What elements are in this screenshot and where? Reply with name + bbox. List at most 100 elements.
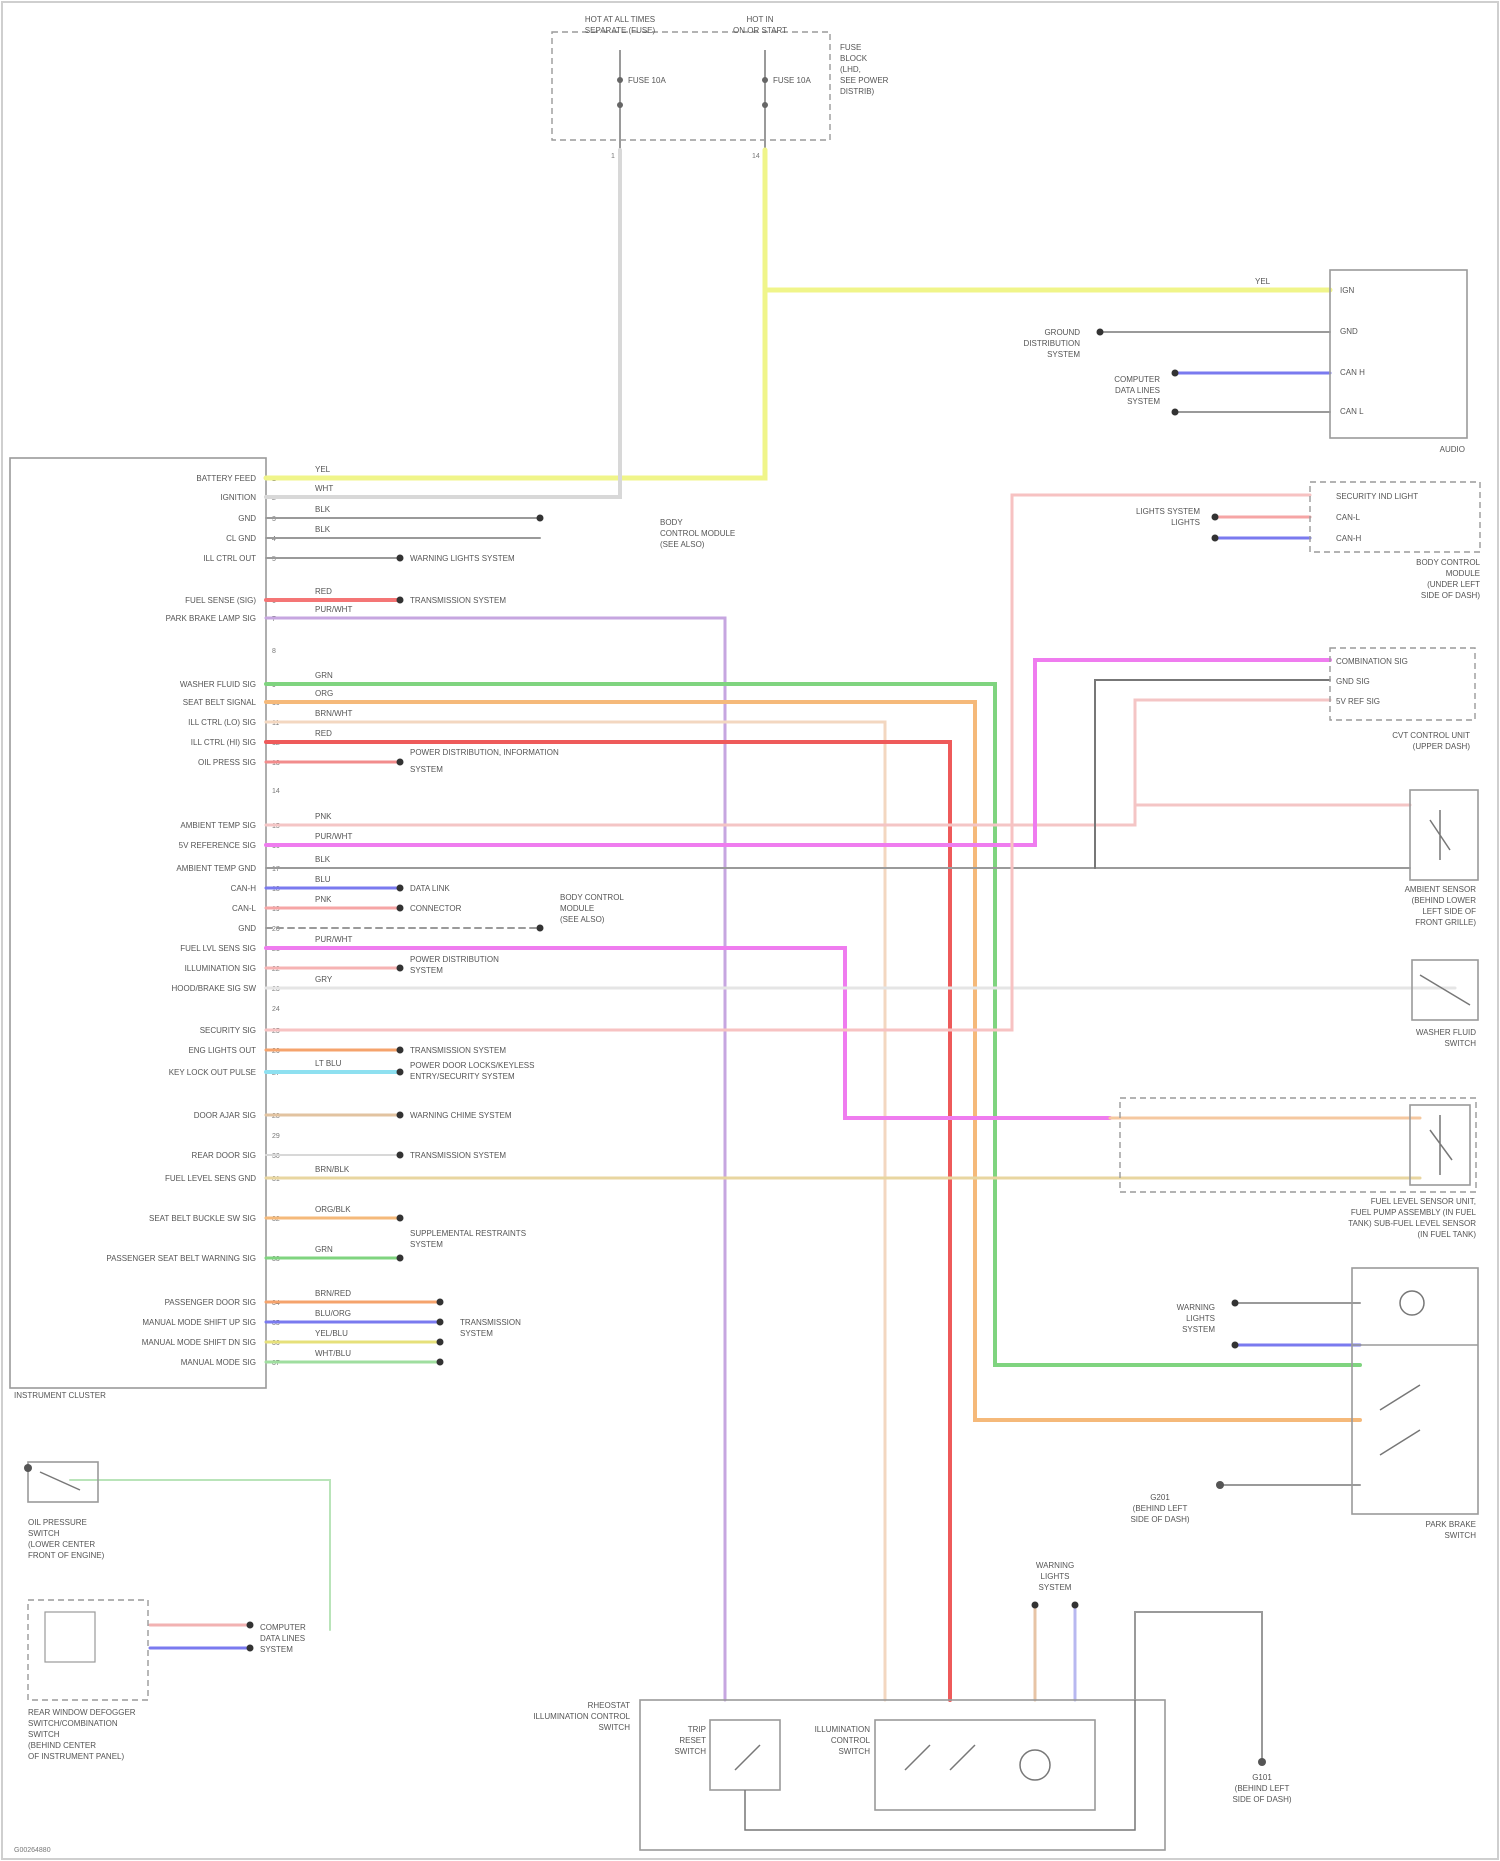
bcm-pin-0: SECURITY IND LIGHT <box>1336 492 1418 501</box>
fuse-right-sub: ON OR START <box>733 26 787 35</box>
park-brake-switch: PARK BRAKE SWITCH <box>1352 1268 1478 1540</box>
ref-dot <box>1212 514 1219 521</box>
illum-name-2: SWITCH <box>598 1723 630 1732</box>
wire-labels: YEL WHT BLK BLK RED PUR/WHT GRN ORG BRN/… <box>315 277 1271 1358</box>
light-name-0: REAR WINDOW DEFOGGER <box>28 1708 136 1717</box>
fuse-right-node <box>762 77 768 83</box>
cluster-pin-number: 8 <box>272 648 276 655</box>
ref-dot <box>397 759 404 766</box>
ref-dot <box>1032 1602 1039 1609</box>
illum-sw-name-0: ILLUMINATION <box>815 1725 871 1734</box>
park-name-1: SWITCH <box>1444 1531 1476 1540</box>
ref-dot <box>247 1645 254 1652</box>
ref-dot <box>1212 535 1219 542</box>
lighting-switch-outline <box>28 1600 148 1700</box>
illumination-control: RHEOSTAT ILLUMINATION CONTROL SWITCH TRI… <box>533 1700 1165 1850</box>
wire-label: BLU/ORG <box>315 1309 351 1318</box>
ref-lock-0: POWER DOOR LOCKS/KEYLESS <box>410 1061 534 1070</box>
cluster-pin-number: 14 <box>272 788 280 795</box>
wire-battery-feed <box>266 150 765 478</box>
light-name-1: SWITCH/COMBINATION <box>28 1719 118 1728</box>
wire-label: BLK <box>315 525 331 534</box>
fuse-block-outline <box>552 32 830 140</box>
ref-dot <box>1172 409 1179 416</box>
ref-wl3-1: LIGHTS <box>1186 1314 1215 1323</box>
light-name-3: (BEHIND CENTER <box>28 1741 96 1750</box>
g101-name-2: SIDE OF DASH) <box>1232 1795 1291 1804</box>
cluster-pin-label: IGNITION <box>220 493 256 502</box>
ref-bcm2-1: MODULE <box>560 904 594 913</box>
ref-srs-1: SYSTEM <box>410 1240 443 1249</box>
fuse-right-node-2 <box>762 102 768 108</box>
wire-label: PNK <box>315 895 332 904</box>
switch-contacts-icon <box>1380 1385 1420 1455</box>
cluster-pin-label: MANUAL MODE SHIFT UP SIG <box>142 1318 256 1327</box>
cvt-name-1: (UPPER DASH) <box>1413 742 1471 751</box>
trip-name-1: RESET <box>679 1736 706 1745</box>
wire-fuel-level <box>266 948 1110 1118</box>
ref-dot <box>397 555 404 562</box>
ref-wl-0: LIGHTS SYSTEM <box>1136 507 1200 516</box>
ref-dot <box>397 965 404 972</box>
audio-pin-1: GND <box>1340 327 1358 336</box>
instrument-cluster-pins: BATTERY FEED1IGNITION2GND3CL GND4ILL CTR… <box>106 474 280 1367</box>
cvt-pin-0: COMBINATION SIG <box>1336 657 1408 666</box>
wire-label: BRN/BLK <box>315 1165 350 1174</box>
ref-wl4-1: LIGHTS <box>1041 1572 1070 1581</box>
ref-data-link-1: CONNECTOR <box>410 904 462 913</box>
ref-dot <box>1232 1342 1239 1349</box>
illum-name-0: RHEOSTAT <box>588 1701 630 1710</box>
light-name-2: SWITCH <box>28 1730 60 1739</box>
wire-washer <box>266 684 1360 1365</box>
illum-sw-box <box>875 1720 1095 1810</box>
illum-sw-name-1: CONTROL <box>831 1736 871 1745</box>
thermistor-icon <box>1430 810 1450 860</box>
cluster-pin-label: ILL CTRL (HI) SIG <box>191 738 256 747</box>
ref-transmission-2: TRANSMISSION SYSTEM <box>410 1046 506 1055</box>
wire-label: YEL <box>315 465 331 474</box>
ref-cdl-2: SYSTEM <box>260 1645 293 1654</box>
switch-icon <box>1420 975 1470 1005</box>
ref-dot <box>1072 1602 1079 1609</box>
cvt-name-0: CVT CONTROL UNIT <box>1392 731 1470 740</box>
cluster-pin-label: FUEL LEVEL SENS GND <box>165 1174 256 1183</box>
instrument-cluster: INSTRUMENT CLUSTER BATTERY FEED1IGNITION… <box>10 458 280 1400</box>
fuse-left-node <box>617 77 623 83</box>
lighting-switch-inner <box>45 1612 95 1662</box>
oil-name-2: (LOWER CENTER <box>28 1540 95 1549</box>
cluster-pin-label: MANUAL MODE SIG <box>181 1358 256 1367</box>
fuse-right-label: FUSE 10A <box>773 76 811 85</box>
ref-transmission: TRANSMISSION SYSTEM <box>410 596 506 605</box>
ambient-name-0: AMBIENT SENSOR <box>1405 885 1477 894</box>
ambient-name-3: FRONT GRILLE) <box>1415 918 1476 927</box>
ref-wl3-2: SYSTEM <box>1182 1325 1215 1334</box>
ref-lock-1: ENTRY/SECURITY SYSTEM <box>410 1072 515 1081</box>
ground-dot-icon <box>24 1464 32 1472</box>
audio-pin-2: CAN H <box>1340 368 1365 377</box>
cluster-pin-label: FUEL SENSE (SIG) <box>185 596 256 605</box>
illum-sw-name-2: SWITCH <box>838 1747 870 1756</box>
figure-id: G00264880 <box>14 1847 51 1854</box>
wire-label: RED <box>315 729 332 738</box>
ref-cdl2-2: SYSTEM <box>1127 397 1160 406</box>
ref-data-link-0: DATA LINK <box>410 884 450 893</box>
cluster-pin-label: 5V REFERENCE SIG <box>179 841 256 850</box>
fuse-note-1: BLOCK <box>840 54 868 63</box>
rheostat-icon <box>1020 1750 1050 1780</box>
ref-dot <box>1232 1300 1239 1307</box>
cluster-pin-number: 24 <box>272 1006 280 1013</box>
ref-dot <box>1097 329 1104 336</box>
ref-gnd-1: DISTRIBUTION <box>1024 339 1081 348</box>
cluster-pin-label: MANUAL MODE SHIFT DN SIG <box>142 1338 256 1347</box>
ref-dot <box>397 1152 404 1159</box>
cluster-pin-label: CL GND <box>226 534 256 543</box>
ref-dot <box>1172 370 1179 377</box>
ref-gnd-0: GROUND <box>1044 328 1080 337</box>
ref-dot <box>397 1112 404 1119</box>
cvt-module: COMBINATION SIG GND SIG 5V REF SIG CVT C… <box>1330 648 1475 751</box>
wire-label: ORG <box>315 689 333 698</box>
ref-dot <box>397 1215 404 1222</box>
cluster-pin-label: WASHER FLUID SIG <box>180 680 256 689</box>
fuse-note-2: (LHD, <box>840 65 861 74</box>
